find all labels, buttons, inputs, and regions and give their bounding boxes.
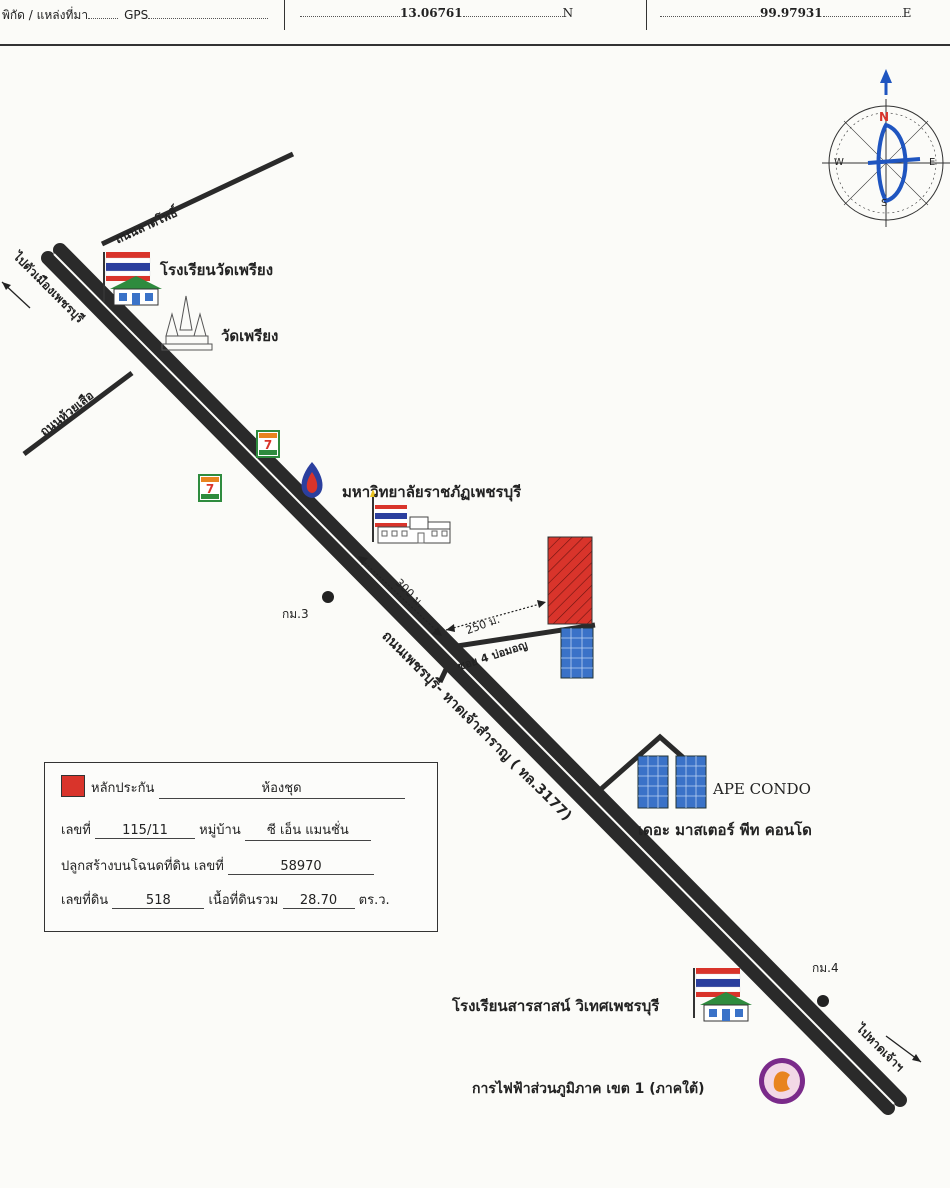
condo-icon bbox=[560, 627, 594, 679]
legend-no-value: 115/11 bbox=[95, 823, 196, 839]
arrow-icon bbox=[432, 627, 442, 636]
longitude-unit: E bbox=[902, 6, 912, 20]
km3-label: กม.3 bbox=[282, 607, 309, 621]
legend-deed-value: 58970 bbox=[228, 859, 374, 875]
university-label: มหาวิทยาลัยราชภัฏเพชรบุรี bbox=[342, 483, 522, 501]
distance-300-arrow bbox=[361, 559, 439, 633]
legend-collateral-label: หลักประกัน bbox=[91, 781, 155, 796]
main-road-outer bbox=[41, 251, 895, 1115]
temple-icon bbox=[161, 295, 213, 351]
main-road-centerline bbox=[53, 253, 895, 1105]
arrow-icon bbox=[1, 281, 31, 309]
compass-n: N bbox=[879, 110, 890, 124]
arrow-icon bbox=[537, 600, 546, 608]
legend-collateral-value: ห้องชุด bbox=[158, 777, 405, 799]
coord-source: GPS bbox=[124, 8, 149, 22]
school1-label: โรงเรียนวัดเพรียง bbox=[160, 261, 274, 279]
road-lat-pho bbox=[100, 151, 295, 247]
coord-label: พิกัด / แหล่งที่มา bbox=[2, 8, 89, 22]
temple-label: วัดเพรียง bbox=[221, 327, 279, 345]
latitude-value: 13.06761 bbox=[400, 6, 463, 20]
arrow-icon bbox=[885, 1035, 922, 1063]
legend-village-value: ซี เอ็น แมนชั่น bbox=[244, 819, 371, 841]
svg-text:7: 7 bbox=[264, 438, 272, 452]
coord-label-cell: พิกัด / แหล่งที่มา GPS bbox=[2, 6, 269, 25]
legend-land-value: 518 bbox=[112, 893, 205, 909]
km-marker-icon bbox=[817, 995, 829, 1007]
km4-label: กม.4 bbox=[812, 961, 839, 975]
collateral-marker bbox=[547, 536, 593, 625]
condo-th-label: เดอะ มาสเตอร์ พีท คอนโด bbox=[638, 821, 812, 839]
distance-250-arrow bbox=[445, 603, 541, 631]
legend-deed-label: ปลูกสร้างบนโฉนดที่ดิน เลขที่ bbox=[61, 859, 224, 874]
road-condo-access bbox=[590, 733, 688, 799]
arrow-icon bbox=[446, 624, 455, 632]
latitude-cell: 13.06761 N bbox=[300, 6, 573, 20]
condo-en-label: APE CONDO bbox=[713, 780, 811, 798]
km-marker-icon bbox=[322, 591, 334, 603]
legend-area-label: เนื้อที่ดินรวม bbox=[208, 893, 279, 908]
main-road-inner bbox=[53, 243, 907, 1107]
legend-land-label: เลขที่ดิน bbox=[61, 893, 109, 908]
compass-w: W bbox=[834, 157, 844, 168]
header-divider bbox=[284, 0, 285, 30]
school-icon bbox=[693, 968, 752, 1022]
ptt-icon bbox=[301, 462, 323, 498]
compass-s: S bbox=[881, 198, 888, 209]
latitude-unit: N bbox=[562, 6, 574, 20]
pea-logo-icon bbox=[759, 1058, 805, 1104]
compass-e: E bbox=[929, 157, 936, 168]
legend-box: หลักประกัน ห้องชุด เลขที่ 115/11 หมู่บ้า… bbox=[44, 762, 438, 932]
collateral-swatch bbox=[61, 775, 85, 797]
arrow-icon bbox=[358, 556, 368, 565]
legend-area-unit: ตร.ว. bbox=[358, 893, 390, 908]
header-divider bbox=[646, 0, 647, 30]
school2-label: โรงเรียนสารสาสน์ วิเทศเพชรบุรี bbox=[452, 997, 660, 1015]
longitude-cell: 99.97931 E bbox=[660, 6, 911, 20]
coordinate-header: พิกัด / แหล่งที่มา GPS 13.06761 N 99.97931… bbox=[0, 0, 950, 46]
legend-no-label: เลขที่ bbox=[61, 823, 91, 838]
pea-label: การไฟฟ้าส่วนภูมิภาค เขต 1 (ภาคใต้) bbox=[472, 1081, 705, 1097]
longitude-value: 99.97931 bbox=[760, 6, 823, 20]
school-icon bbox=[103, 252, 162, 306]
compass-icon bbox=[822, 69, 950, 227]
legend-village-label: หมู่บ้าน bbox=[199, 823, 241, 838]
legend-area-value: 28.70 bbox=[282, 893, 355, 909]
seven-eleven-icon: 7 bbox=[198, 474, 222, 502]
road-huai-suea bbox=[22, 371, 134, 456]
condo-icon bbox=[637, 755, 707, 809]
seven-eleven-icon: 7 bbox=[256, 430, 280, 458]
svg-text:7: 7 bbox=[206, 482, 214, 496]
university-icon bbox=[370, 489, 451, 544]
